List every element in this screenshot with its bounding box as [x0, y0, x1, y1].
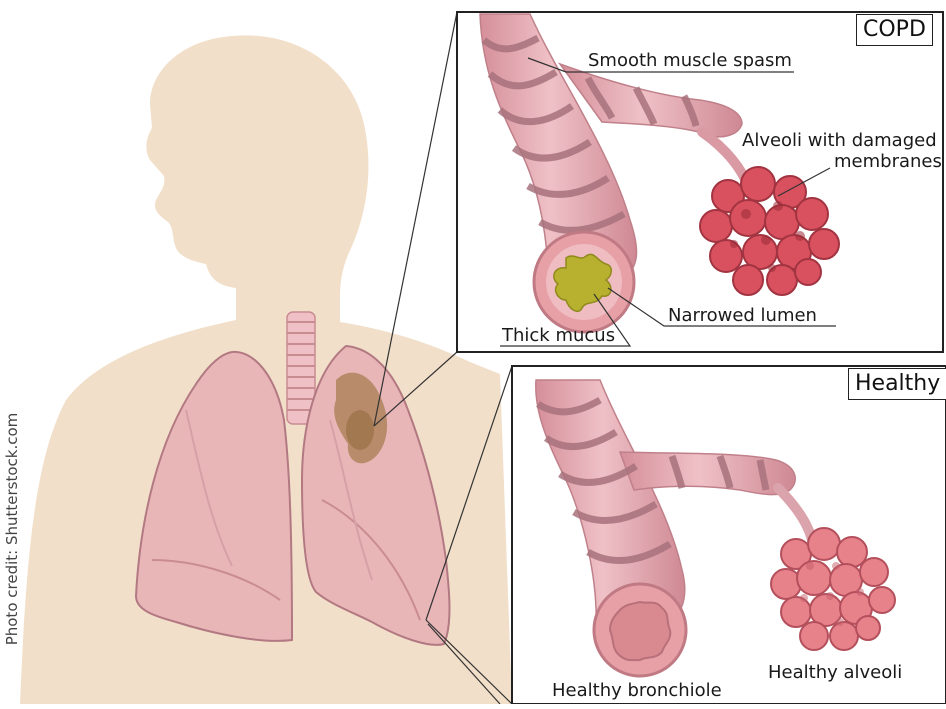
healthy-alveoli-label: Healthy alveoli [768, 662, 902, 683]
photo-credit: Photo credit: Shutterstock.com [3, 349, 21, 709]
healthy-tag: Healthy [848, 368, 946, 400]
alveoli-damaged-label-line2: membranes [834, 151, 942, 172]
healthy-bronchiole-label: Healthy bronchiole [552, 680, 722, 701]
narrowed-lumen-label: Narrowed lumen [668, 305, 817, 326]
healthy-panel [512, 366, 946, 704]
alveoli-damaged-label-line1: Alveoli with damaged [742, 130, 937, 151]
smooth-muscle-label: Smooth muscle spasm [588, 50, 792, 71]
healthy-lumen [610, 602, 670, 660]
thick-mucus-label: Thick mucus [502, 325, 615, 346]
copd-tag: COPD [856, 14, 933, 46]
